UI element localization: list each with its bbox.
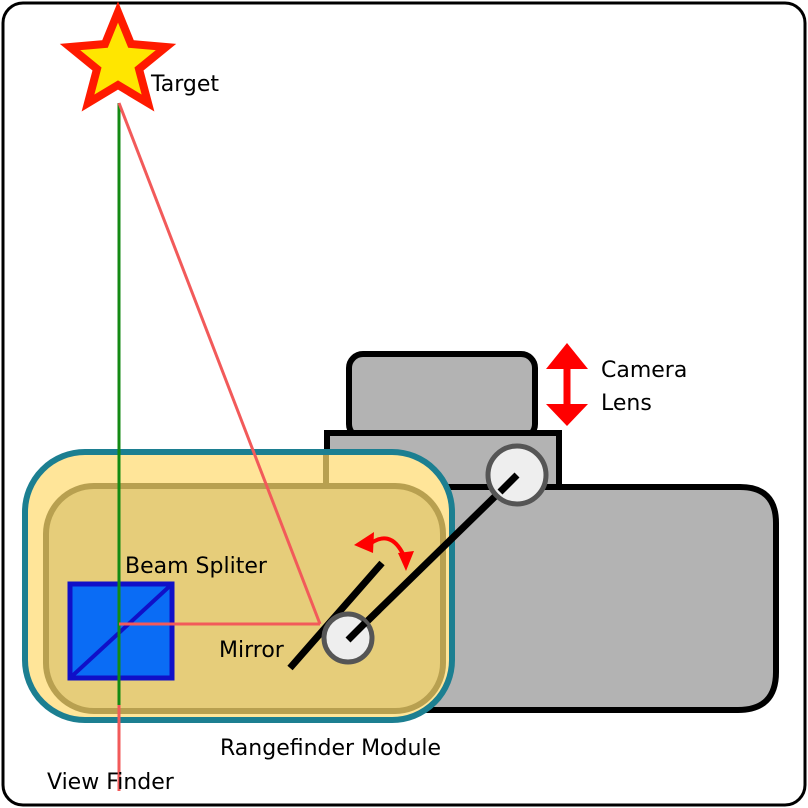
curved-double-arrow-icon xyxy=(354,532,414,571)
view-finder-label: View Finder xyxy=(47,770,175,795)
beam-splitter-diagonal xyxy=(68,582,174,680)
linkage-arm xyxy=(345,472,520,643)
rangefinder-path-to-target xyxy=(117,102,322,625)
target-label: Target xyxy=(150,72,219,97)
rangefinder-module-label: Rangefinder Module xyxy=(220,736,441,761)
camera-lens-label-line1: Camera xyxy=(601,358,687,383)
linkage-arm-mirror-segment xyxy=(345,620,368,643)
beam-splitter-label: Beam Spliter xyxy=(125,554,268,579)
mirror-label: Mirror xyxy=(219,638,285,663)
linkage-arm-lens-segment xyxy=(497,472,520,495)
camera-lens-barrel xyxy=(346,351,538,441)
star-icon xyxy=(59,1,177,112)
double-arrow-vertical-icon xyxy=(546,343,588,426)
camera-lens-label-line2: Lens xyxy=(601,391,652,416)
